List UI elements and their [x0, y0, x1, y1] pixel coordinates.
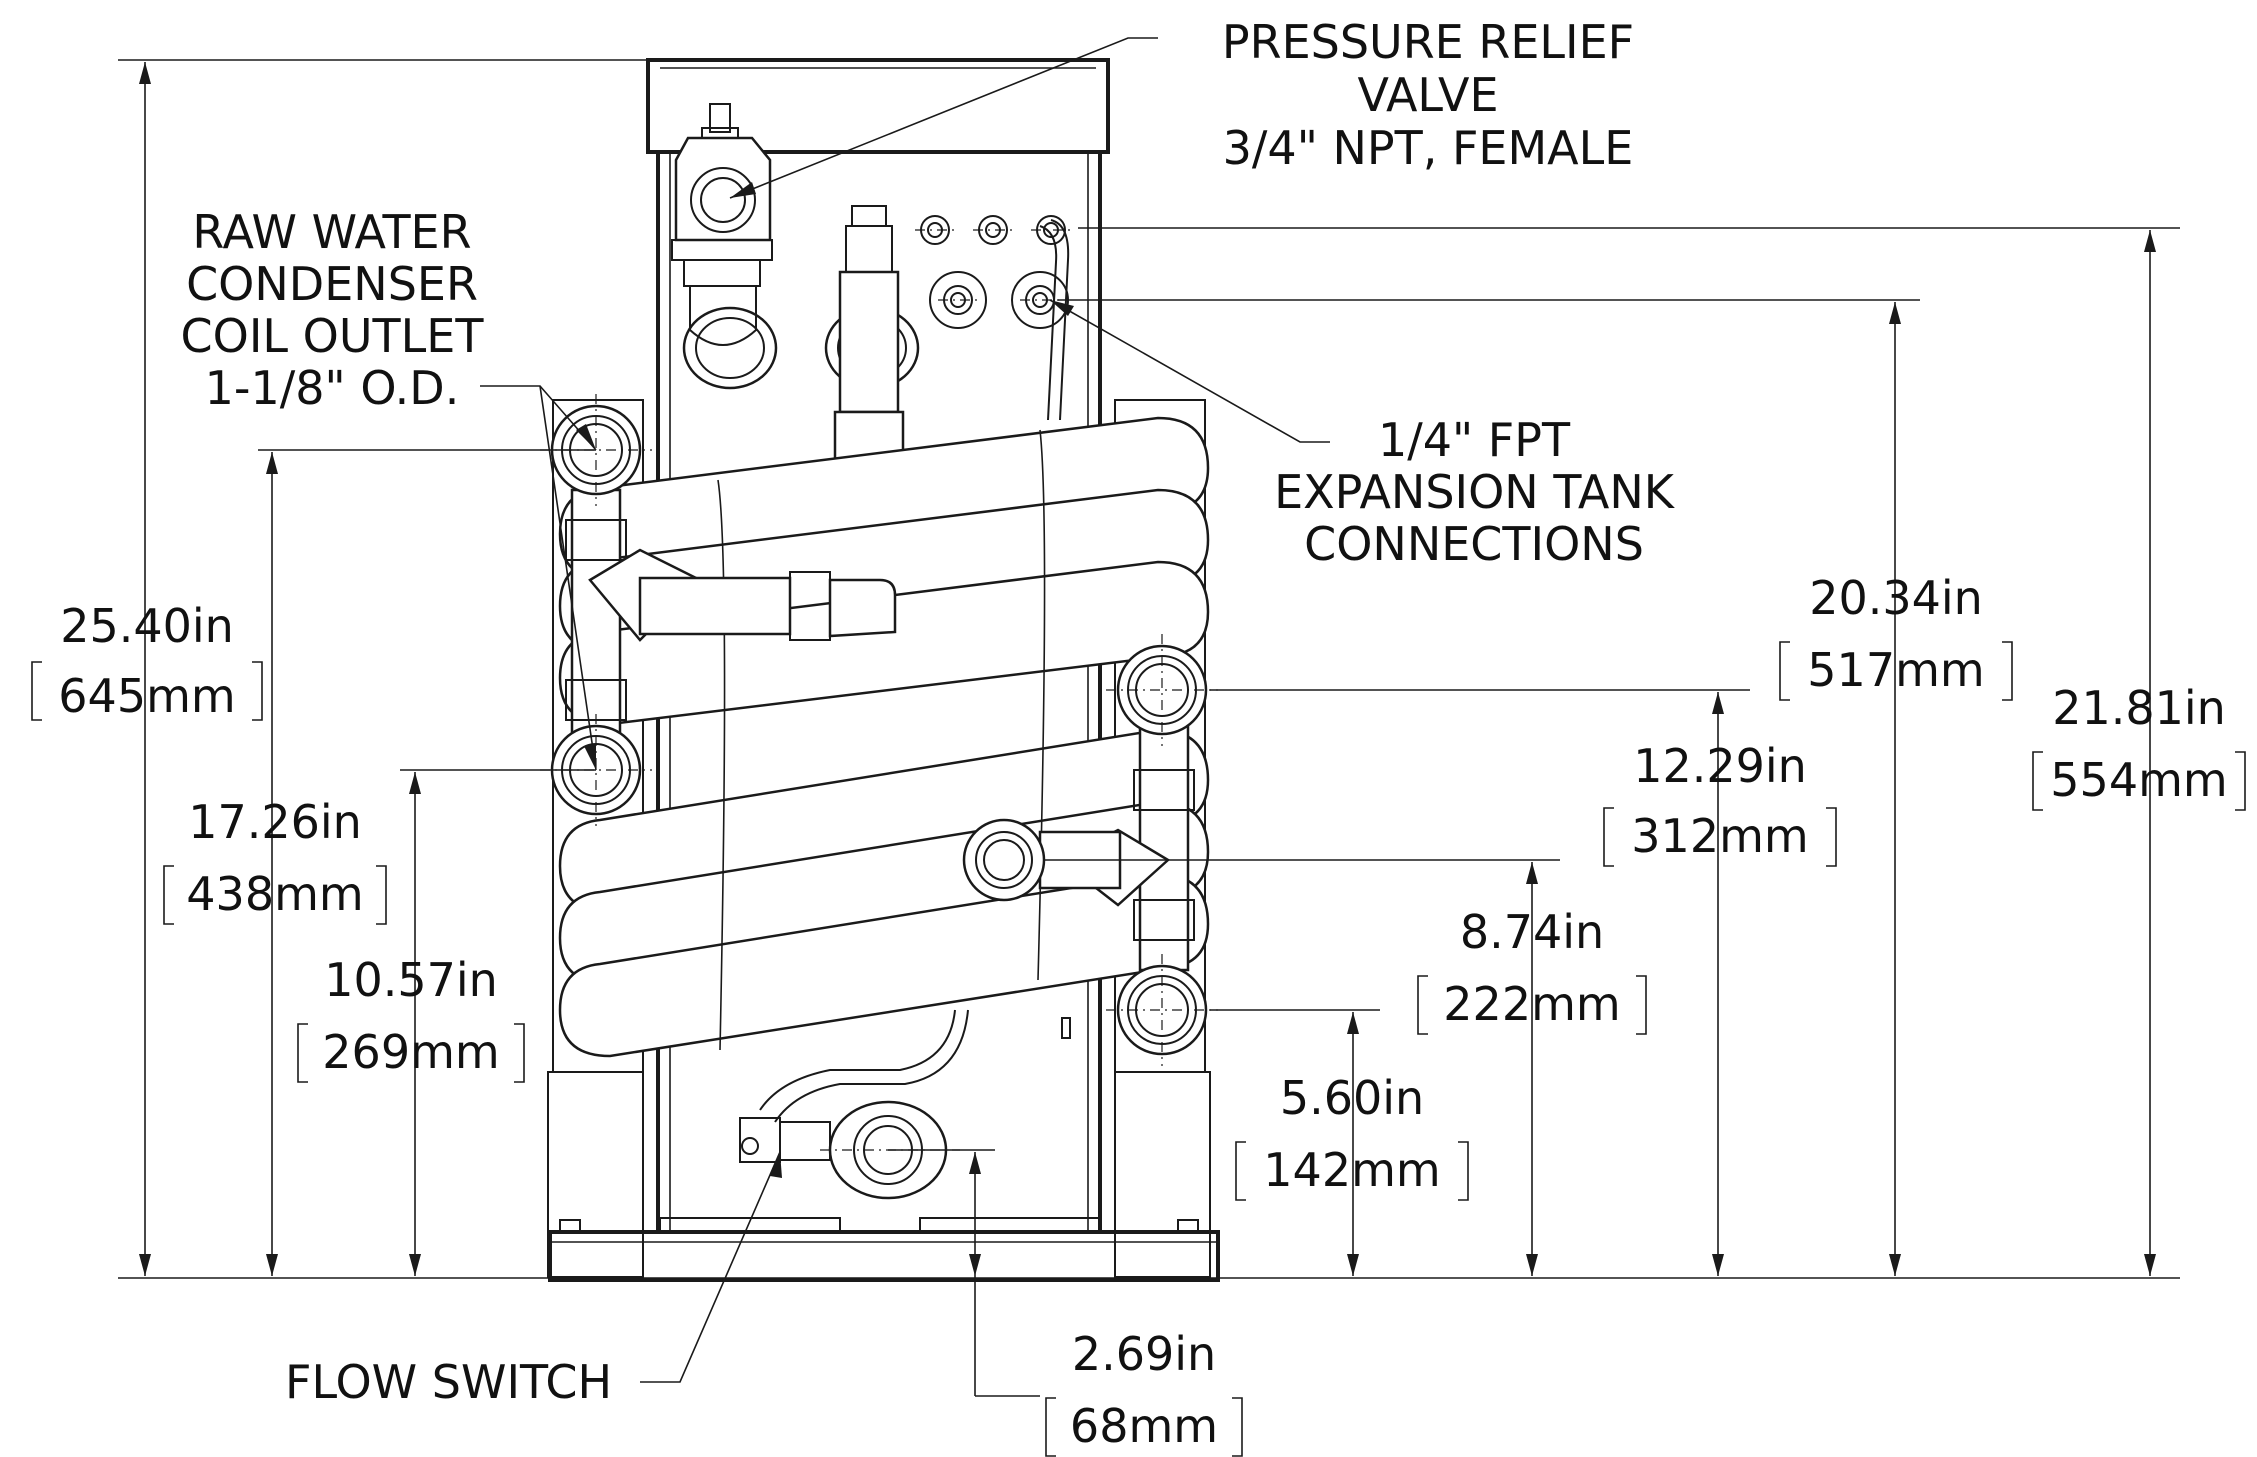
- arrowheads: [139, 62, 2156, 1276]
- callout-flow-switch: FLOW SWITCH: [285, 1355, 612, 1409]
- dim-right-lower-mm: 142mm: [1263, 1143, 1440, 1197]
- callout-pressure-relief: PRESSURE RELIEF VALVE 3/4" NPT, FEMALE: [1222, 15, 1634, 175]
- pressure-relief-valve: [671, 103, 773, 346]
- dim-flow-switch-mm: 68mm: [1070, 1399, 1218, 1453]
- pressure-relief-line-1: PRESSURE RELIEF: [1222, 15, 1634, 69]
- dim-coil-outlet-mm: 438mm: [186, 867, 363, 921]
- dimension-labels: 25.40in 645mm 17.26in 438mm 10.57in 269m…: [58, 571, 2227, 1453]
- flow-switch: [739, 1009, 1071, 1200]
- raw-water-line-2: CONDENSER: [186, 257, 478, 311]
- dim-right-mid-in: 8.74in: [1460, 905, 1604, 959]
- raw-water-line-4: 1-1/8" O.D.: [205, 361, 460, 415]
- dim-relief-connection-in: 21.81in: [2052, 681, 2226, 735]
- dimension-lines: [118, 37, 2180, 1397]
- dim-left-lower-in: 10.57in: [324, 953, 498, 1007]
- raw-water-line-3: COIL OUTLET: [181, 309, 485, 363]
- expansion-tank-line-3: CONNECTIONS: [1304, 517, 1644, 571]
- dim-relief-connection-mm: 554mm: [2050, 753, 2227, 807]
- dim-left-lower-mm: 269mm: [322, 1025, 499, 1079]
- expansion-tank-line-2: EXPANSION TANK: [1274, 465, 1676, 519]
- dim-overall-height-mm: 645mm: [58, 669, 235, 723]
- dim-expansion-upper-in: 20.34in: [1809, 571, 1983, 625]
- dim-right-upper-in: 12.29in: [1633, 739, 1807, 793]
- pressure-relief-line-3: 3/4" NPT, FEMALE: [1223, 121, 1634, 175]
- expansion-tank-line-1: 1/4" FPT: [1378, 413, 1571, 467]
- callout-raw-water: RAW WATER CONDENSER COIL OUTLET 1-1/8" O…: [181, 205, 485, 415]
- dim-expansion-upper-mm: 517mm: [1807, 643, 1984, 697]
- dim-right-lower-in: 5.60in: [1280, 1071, 1424, 1125]
- dim-overall-height-in: 25.40in: [60, 599, 234, 653]
- dim-right-mid-mm: 222mm: [1443, 977, 1620, 1031]
- dim-flow-switch-in: 2.69in: [1072, 1327, 1216, 1381]
- mm-brackets: [31, 641, 2246, 1457]
- raw-water-line-1: RAW WATER: [192, 205, 471, 259]
- dim-coil-outlet-in: 17.26in: [188, 795, 362, 849]
- dim-right-upper-mm: 312mm: [1631, 809, 1808, 863]
- callout-expansion-tank: 1/4" FPT EXPANSION TANK CONNECTIONS: [1274, 413, 1676, 571]
- pressure-relief-line-2: VALVE: [1357, 68, 1498, 122]
